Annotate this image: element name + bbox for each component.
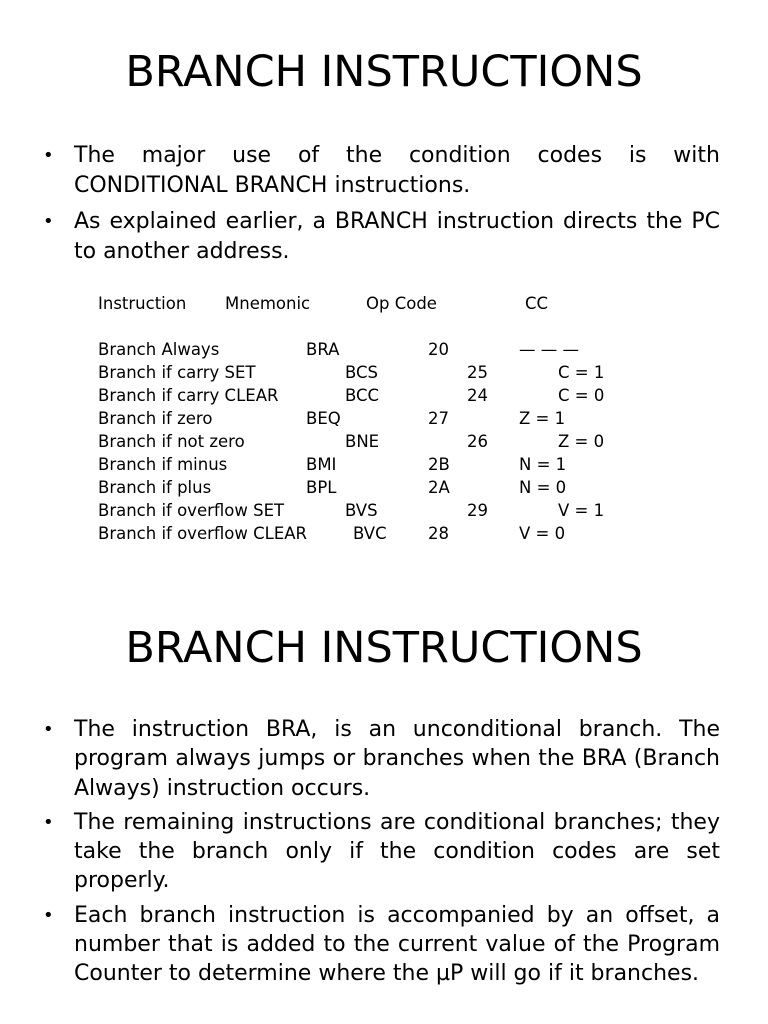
table-row: Branch Always BRA 20 — — — [98,338,658,361]
row-cc: N = 1 [519,455,567,474]
table-body: Branch Always BRA 20 — — — Branch if carry S… [98,338,658,545]
bullet-item: • The remaining instructions are conditi… [0,808,720,896]
row-mnemonic: BVC [353,524,387,543]
branch-instruction-table: Instruction Mnemonic Op Code CC Branch A… [98,292,658,545]
row-instruction: Branch if carry CLEAR [98,386,279,405]
row-cc: C = 1 [558,363,605,382]
slide-2-bullet-list: • The instruction BRA, is an uncondition… [0,715,768,989]
table-row: Branch if carry SET BCS 25 C = 1 [98,361,658,384]
row-opcode: 24 [467,386,488,405]
row-mnemonic: BMI [306,455,337,474]
row-cc: N = 0 [519,478,567,497]
bullet-item: • The instruction BRA, is an uncondition… [0,715,720,803]
row-instruction: Branch if carry SET [98,363,256,382]
row-cc: Z = 0 [558,432,605,451]
header-mnemonic: Mnemonic [225,294,311,313]
row-mnemonic: BNE [345,432,380,451]
bullet-dot-icon: • [43,145,54,166]
bullet-item: • Each branch instruction is accompanied… [0,901,720,989]
row-instruction: Branch if plus [98,478,212,497]
slide-1-title: BRANCH INSTRUCTIONS [125,47,643,97]
row-opcode: 2B [428,455,450,474]
table-row: Branch if minus BMI 2B N = 1 [98,453,658,476]
bullet-text: The instruction BRA, is an unconditional… [74,717,720,801]
bullet-text: Each branch instruction is accompanied b… [74,902,720,987]
table-row: Branch if overflow CLEAR BVC 28 V = 0 [98,522,658,545]
table-row: Branch if not zero BNE 26 Z = 0 [98,430,658,453]
bullet-dot-icon: • [43,811,54,833]
row-cc: V = 1 [558,501,605,520]
bullet-dot-icon: • [43,904,54,926]
table-row: Branch if plus BPL 2A N = 0 [98,476,658,499]
bullet-item: • As explained earlier, a BRANCH instruc… [0,207,720,267]
row-mnemonic: BCS [345,363,379,382]
row-cc: C = 0 [558,386,605,405]
bullet-text: As explained earlier, a BRANCH instructi… [74,209,720,264]
row-instruction: Branch if not zero [98,432,245,451]
header-instruction: Instruction [98,294,187,313]
bullet-item: • The major use of the condition codes i… [0,141,720,201]
row-cc: V = 0 [519,524,566,543]
bullet-dot-icon: • [43,211,54,232]
bullet-dot-icon: • [43,719,54,740]
table-spacer [98,315,658,338]
table-header-row: Instruction Mnemonic Op Code CC [98,292,658,315]
row-cc: Z = 1 [519,409,566,428]
row-opcode: 25 [467,363,488,382]
row-opcode: 28 [428,524,449,543]
row-opcode: 20 [428,340,449,359]
row-opcode: 2A [428,478,450,497]
row-mnemonic: BVS [345,501,378,520]
row-mnemonic: BRA [306,340,340,359]
bullet-text: The remaining instructions are condition… [74,809,720,894]
table-row: Branch if zero BEQ 27 Z = 1 [98,407,658,430]
row-opcode: 29 [467,501,488,520]
row-opcode: 27 [428,409,449,428]
row-instruction: Branch if overflow CLEAR [98,524,307,543]
row-mnemonic: BPL [306,478,337,497]
header-opcode: Op Code [366,294,437,313]
header-cc: CC [525,294,549,313]
table-row: Branch if carry CLEAR BCC 24 C = 0 [98,384,658,407]
row-instruction: Branch if minus [98,455,228,474]
slide-2-title: BRANCH INSTRUCTIONS [125,623,643,673]
table-row: Branch if overflow SET BVS 29 V = 1 [98,499,658,522]
row-instruction: Branch if zero [98,409,213,428]
row-instruction: Branch Always [98,340,220,359]
row-mnemonic: BEQ [306,409,341,428]
slide-1-bullet-list: • The major use of the condition codes i… [0,141,768,267]
row-cc: — — — [519,340,579,359]
row-opcode: 26 [467,432,488,451]
row-instruction: Branch if overflow SET [98,501,285,520]
row-mnemonic: BCC [345,386,380,405]
bullet-text: The major use of the condition codes is … [74,143,720,198]
